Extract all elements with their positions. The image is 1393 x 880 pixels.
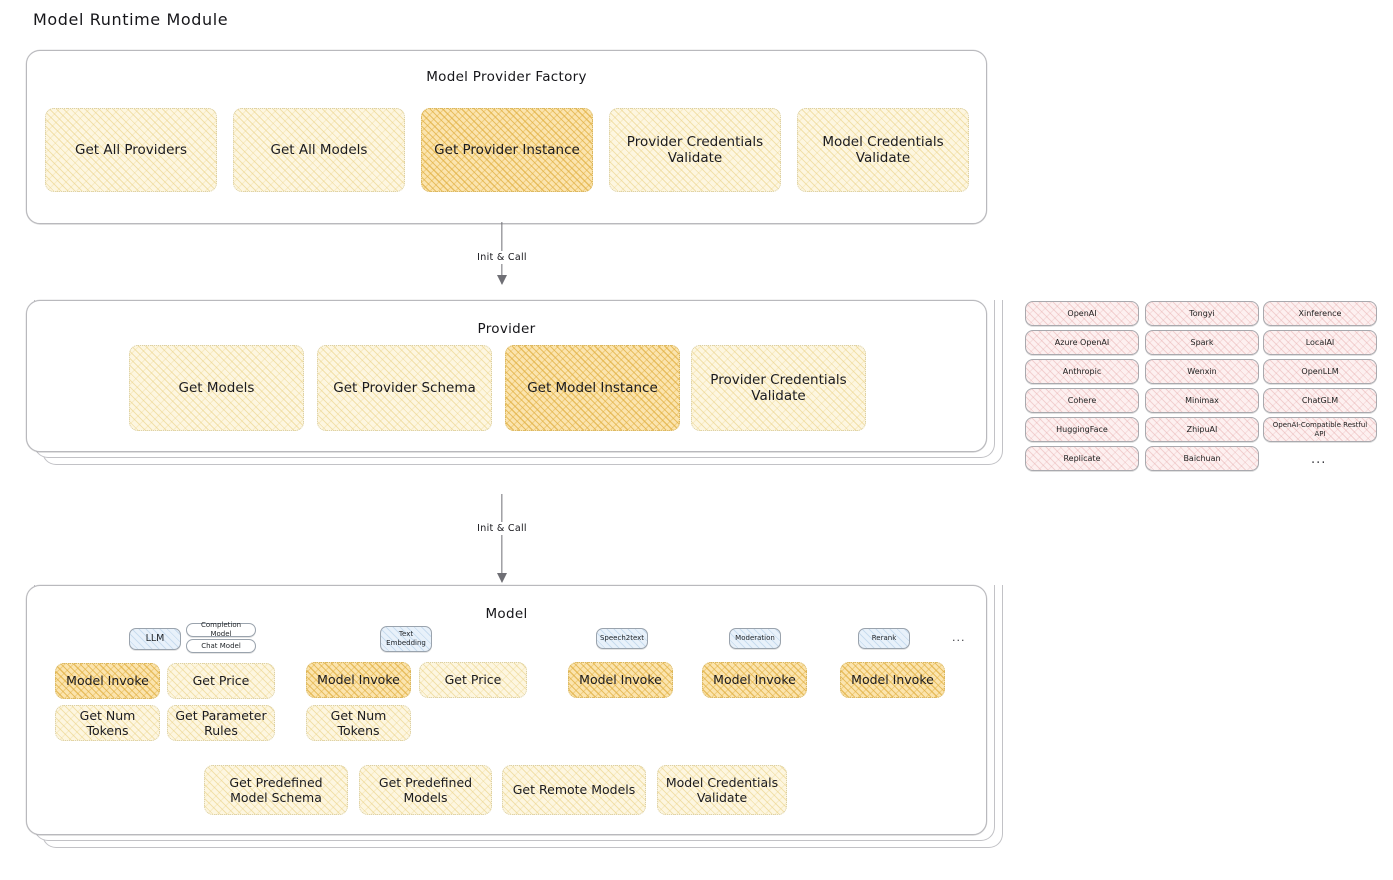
arrow-head-icon [497, 275, 507, 285]
model-common-get-remote-models[interactable]: Get Remote Models [502, 765, 646, 815]
text-embedding-method-get-num-tokens[interactable]: Get Num Tokens [306, 705, 411, 741]
page-title: Model Runtime Module [33, 10, 229, 29]
llm-method-model-invoke[interactable]: Model Invoke [55, 663, 160, 699]
provider-chip-azure-openai[interactable]: Azure OpenAI [1025, 330, 1139, 355]
model-type-badge-speech2text[interactable]: Speech2text [596, 628, 648, 649]
panel-title-factory: Model Provider Factory [426, 69, 587, 85]
model-subtype-completion-model[interactable]: Completion Model [186, 621, 256, 638]
provider-chip-tongyi[interactable]: Tongyi [1145, 301, 1259, 326]
factory-item-provider-credentials-validate[interactable]: Provider Credentials Validate [609, 108, 781, 192]
provider-item-get-model-instance[interactable]: Get Model Instance [505, 345, 680, 431]
provider-chip-localai[interactable]: LocalAI [1263, 330, 1377, 355]
model-type-badge-moderation[interactable]: Moderation [729, 628, 781, 649]
provider-chip-replicate[interactable]: Replicate [1025, 446, 1139, 471]
provider-chip-spark[interactable]: Spark [1145, 330, 1259, 355]
provider-chip-openai-compatible-restful-api[interactable]: OpenAI-Compatible Restful API [1263, 417, 1377, 442]
moderation-method-model-invoke[interactable]: Model Invoke [702, 662, 807, 698]
factory-item-get-all-providers[interactable]: Get All Providers [45, 108, 217, 192]
provider-chip-cohere[interactable]: Cohere [1025, 388, 1139, 413]
provider-chip-minimax[interactable]: Minimax [1145, 388, 1259, 413]
factory-item-get-provider-instance[interactable]: Get Provider Instance [421, 108, 593, 192]
panel-title-provider: Provider [477, 321, 536, 337]
speech2text-method-model-invoke[interactable]: Model Invoke [568, 662, 673, 698]
model-type-badge-text-embedding[interactable]: Text Embedding [380, 626, 432, 652]
provider-chip-huggingface[interactable]: HuggingFace [1025, 417, 1139, 442]
arrow-provider-to-model [494, 494, 510, 583]
provider-chip-wenxin[interactable]: Wenxin [1145, 359, 1259, 384]
text-embedding-method-get-price[interactable]: Get Price [419, 662, 527, 698]
rerank-method-model-invoke[interactable]: Model Invoke [840, 662, 945, 698]
factory-item-get-all-models[interactable]: Get All Models [233, 108, 405, 192]
panel-title-model: Model [485, 606, 528, 622]
provider-item-get-models[interactable]: Get Models [129, 345, 304, 431]
model-type-badge-llm[interactable]: LLM [129, 628, 181, 650]
llm-method-get-num-tokens[interactable]: Get Num Tokens [55, 705, 160, 741]
model-common-get-predefined-models[interactable]: Get Predefined Models [359, 765, 492, 815]
provider-chip-zhipuai[interactable]: ZhipuAI [1145, 417, 1259, 442]
provider-chip-baichuan[interactable]: Baichuan [1145, 446, 1259, 471]
model-type-badge-rerank[interactable]: Rerank [858, 628, 910, 649]
model-common-get-predefined-model-schema[interactable]: Get Predefined Model Schema [204, 765, 348, 815]
factory-item-model-credentials-validate[interactable]: Model Credentials Validate [797, 108, 969, 192]
arrow-label-init-call-1: Init & Call [473, 251, 531, 264]
provider-chip-openllm[interactable]: OpenLLM [1263, 359, 1377, 384]
model-subtype-chat-model[interactable]: Chat Model [186, 639, 256, 653]
model-common-model-credentials-validate[interactable]: Model Credentials Validate [657, 765, 787, 815]
provider-chip-openai[interactable]: OpenAI [1025, 301, 1139, 326]
llm-method-get-parameter-rules[interactable]: Get Parameter Rules [167, 705, 275, 741]
provider-item-get-provider-schema[interactable]: Get Provider Schema [317, 345, 492, 431]
provider-chip-anthropic[interactable]: Anthropic [1025, 359, 1139, 384]
provider-list-more: ... [1311, 452, 1327, 467]
arrow-head-icon [497, 573, 507, 583]
arrow-label-init-call-2: Init & Call [473, 522, 531, 535]
provider-chip-chatglm[interactable]: ChatGLM [1263, 388, 1377, 413]
provider-item-provider-credentials-validate[interactable]: Provider Credentials Validate [691, 345, 866, 431]
text-embedding-method-model-invoke[interactable]: Model Invoke [306, 662, 411, 698]
model-types-more: ... [952, 631, 966, 644]
arrow-shaft [501, 494, 503, 582]
llm-method-get-price[interactable]: Get Price [167, 663, 275, 699]
provider-chip-xinference[interactable]: Xinference [1263, 301, 1377, 326]
